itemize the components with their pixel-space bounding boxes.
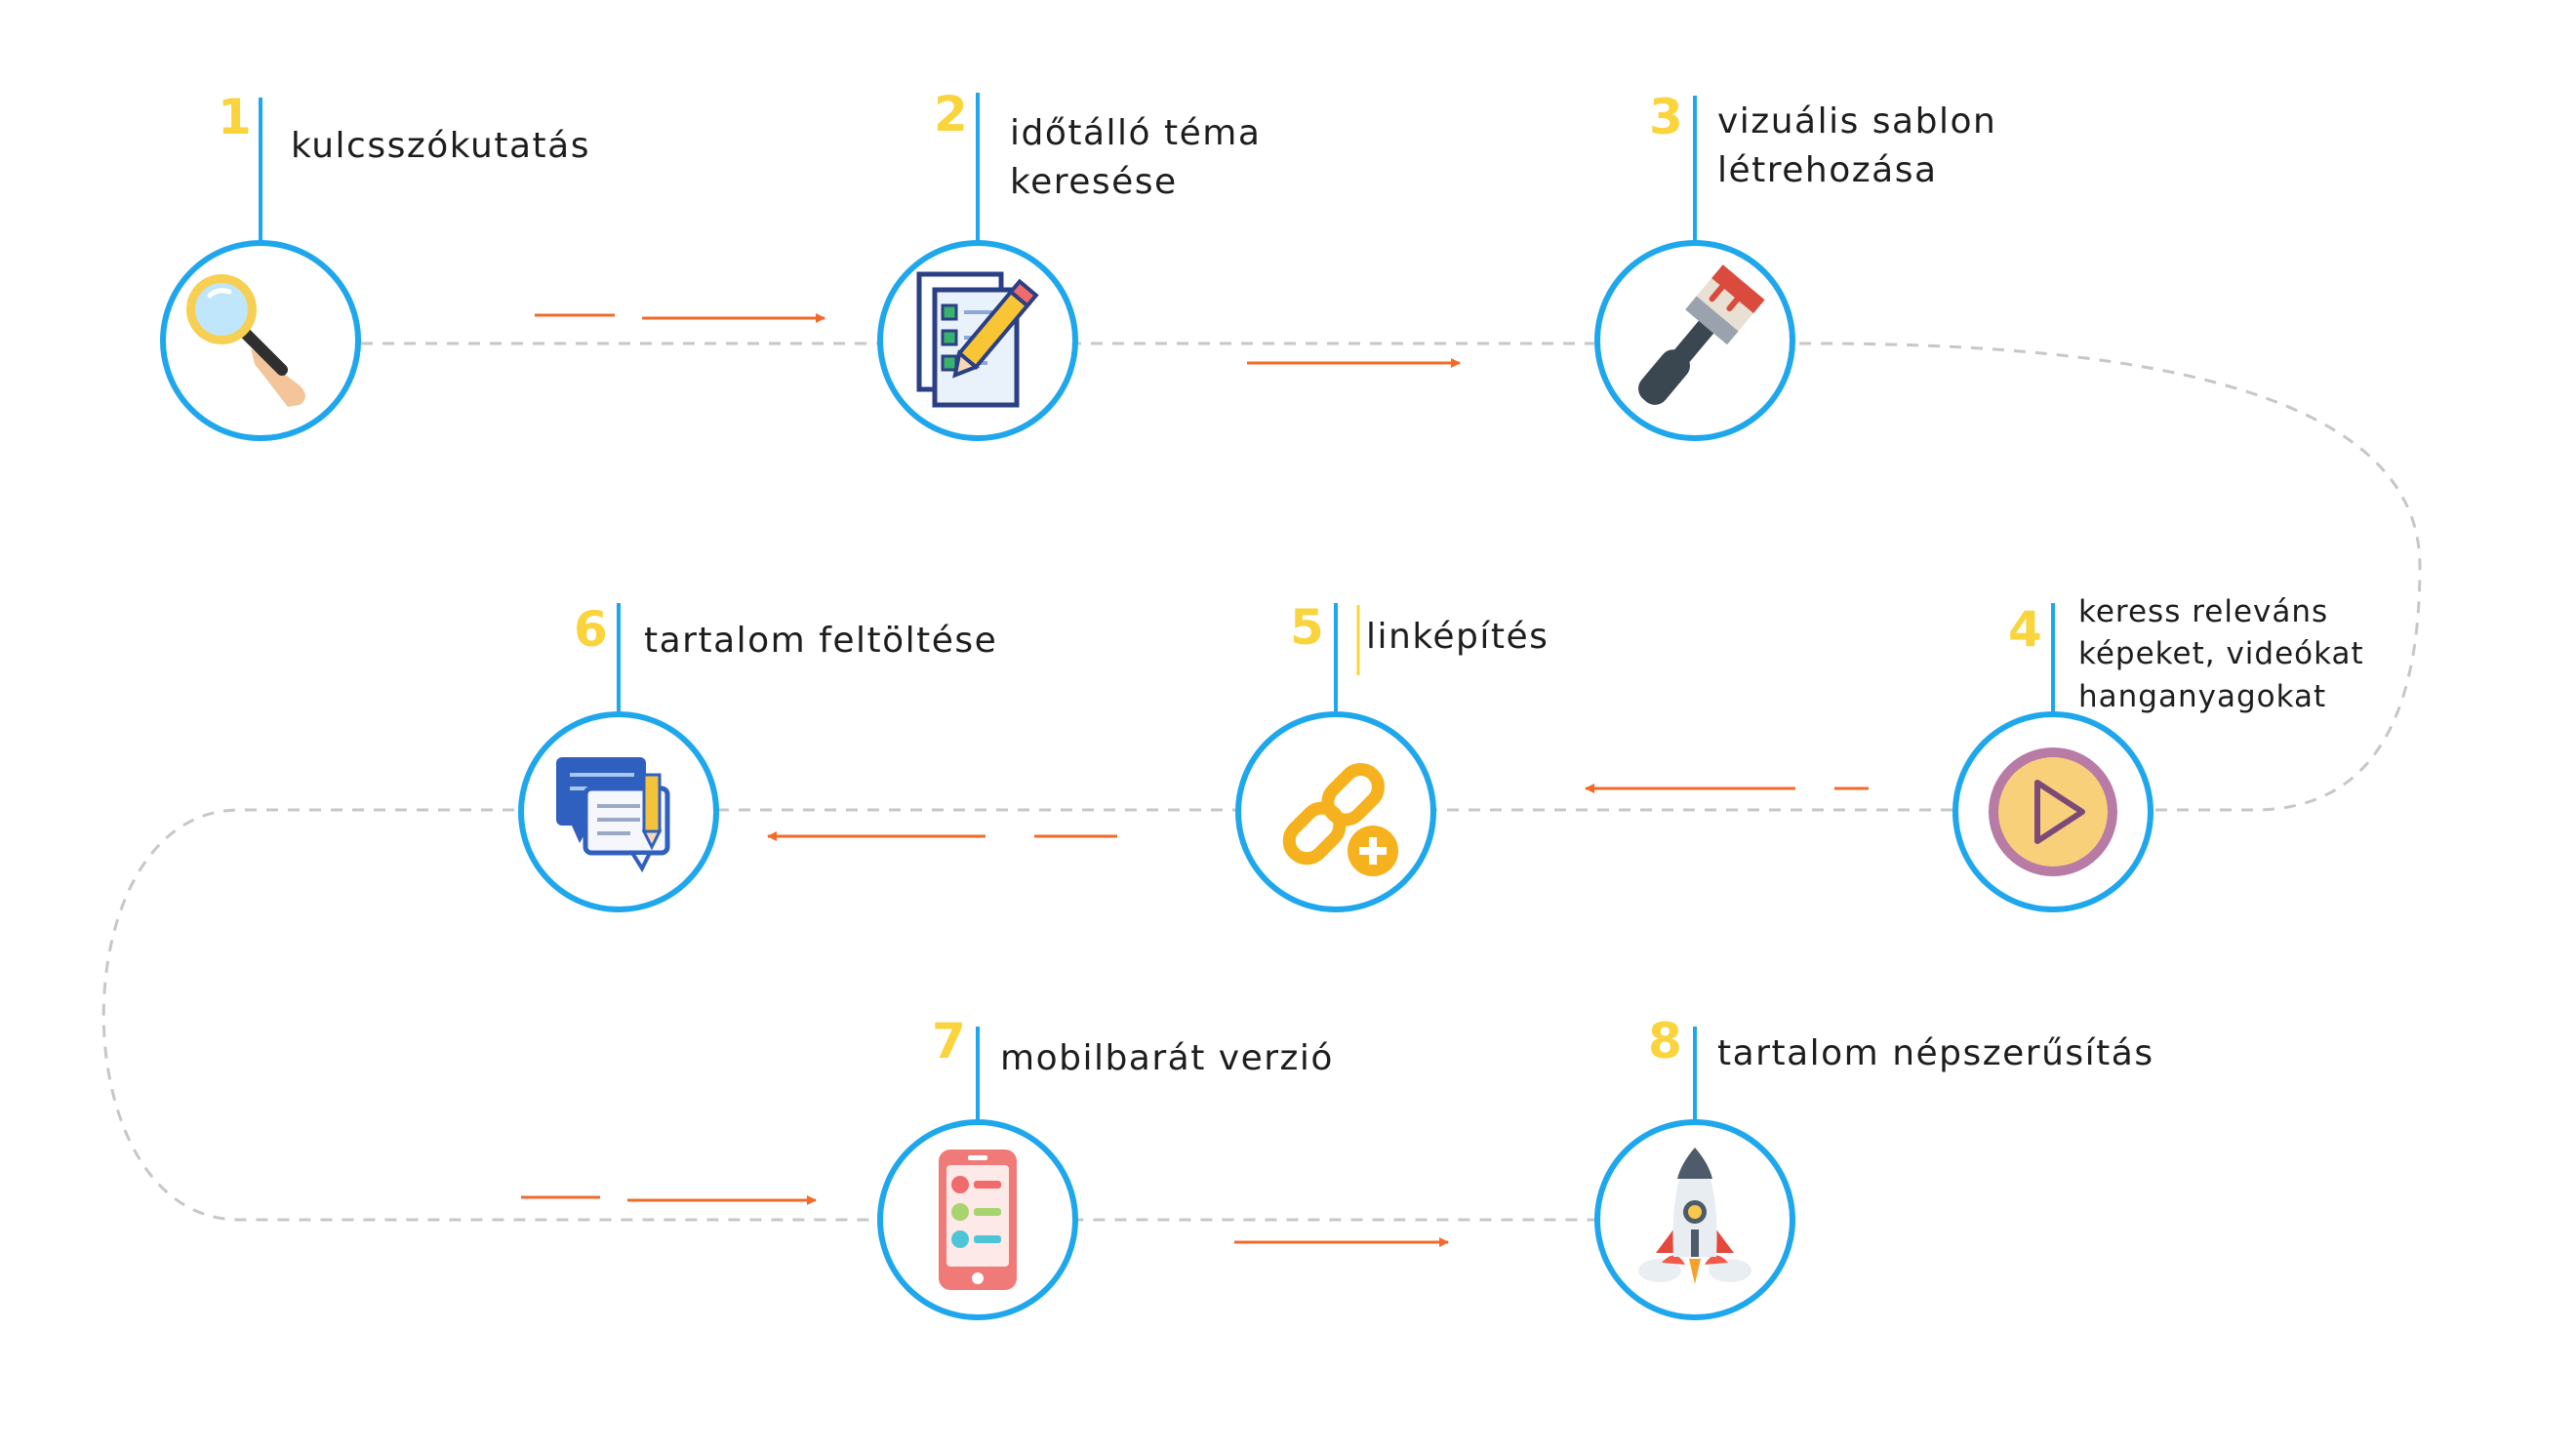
play-button-icon [1989,747,2117,876]
step-3-label: vizuális sablon létrehozása [1717,101,1997,191]
step-2-label: időtálló téma keresése [1010,113,1262,203]
step-8-number: 8 [1648,1013,1682,1069]
rocket-icon [1638,1148,1751,1284]
step-4-number: 4 [2008,601,2042,658]
step-5-label: linképítés [1366,617,1550,657]
step-7-label: mobilbarát verzió [1000,1038,1334,1078]
step-4-label: keress releváns képeket, videókat hangan… [2078,594,2364,714]
link-add-icon [1282,763,1398,876]
chat-document-pencil-icon [556,757,670,873]
dashed-roadmap-path [101,342,2422,1222]
step-2-number: 2 [934,86,968,142]
step-8-label: tartalom népszerűsítás [1717,1033,2154,1073]
step-6-number: 6 [574,601,608,658]
step-1-label: kulcsszókutatás [291,126,590,166]
step-7-number: 7 [932,1013,966,1069]
smartphone-icon [939,1150,1017,1290]
step-1-number: 1 [218,89,252,145]
step-6-label: tartalom feltöltése [644,621,998,661]
magnifier-hand-icon [186,274,305,407]
checklist-pencil-icon [916,271,1039,408]
paint-brush-icon [1638,264,1765,405]
step-5-number: 5 [1290,599,1324,656]
step-3-number: 3 [1649,89,1683,145]
